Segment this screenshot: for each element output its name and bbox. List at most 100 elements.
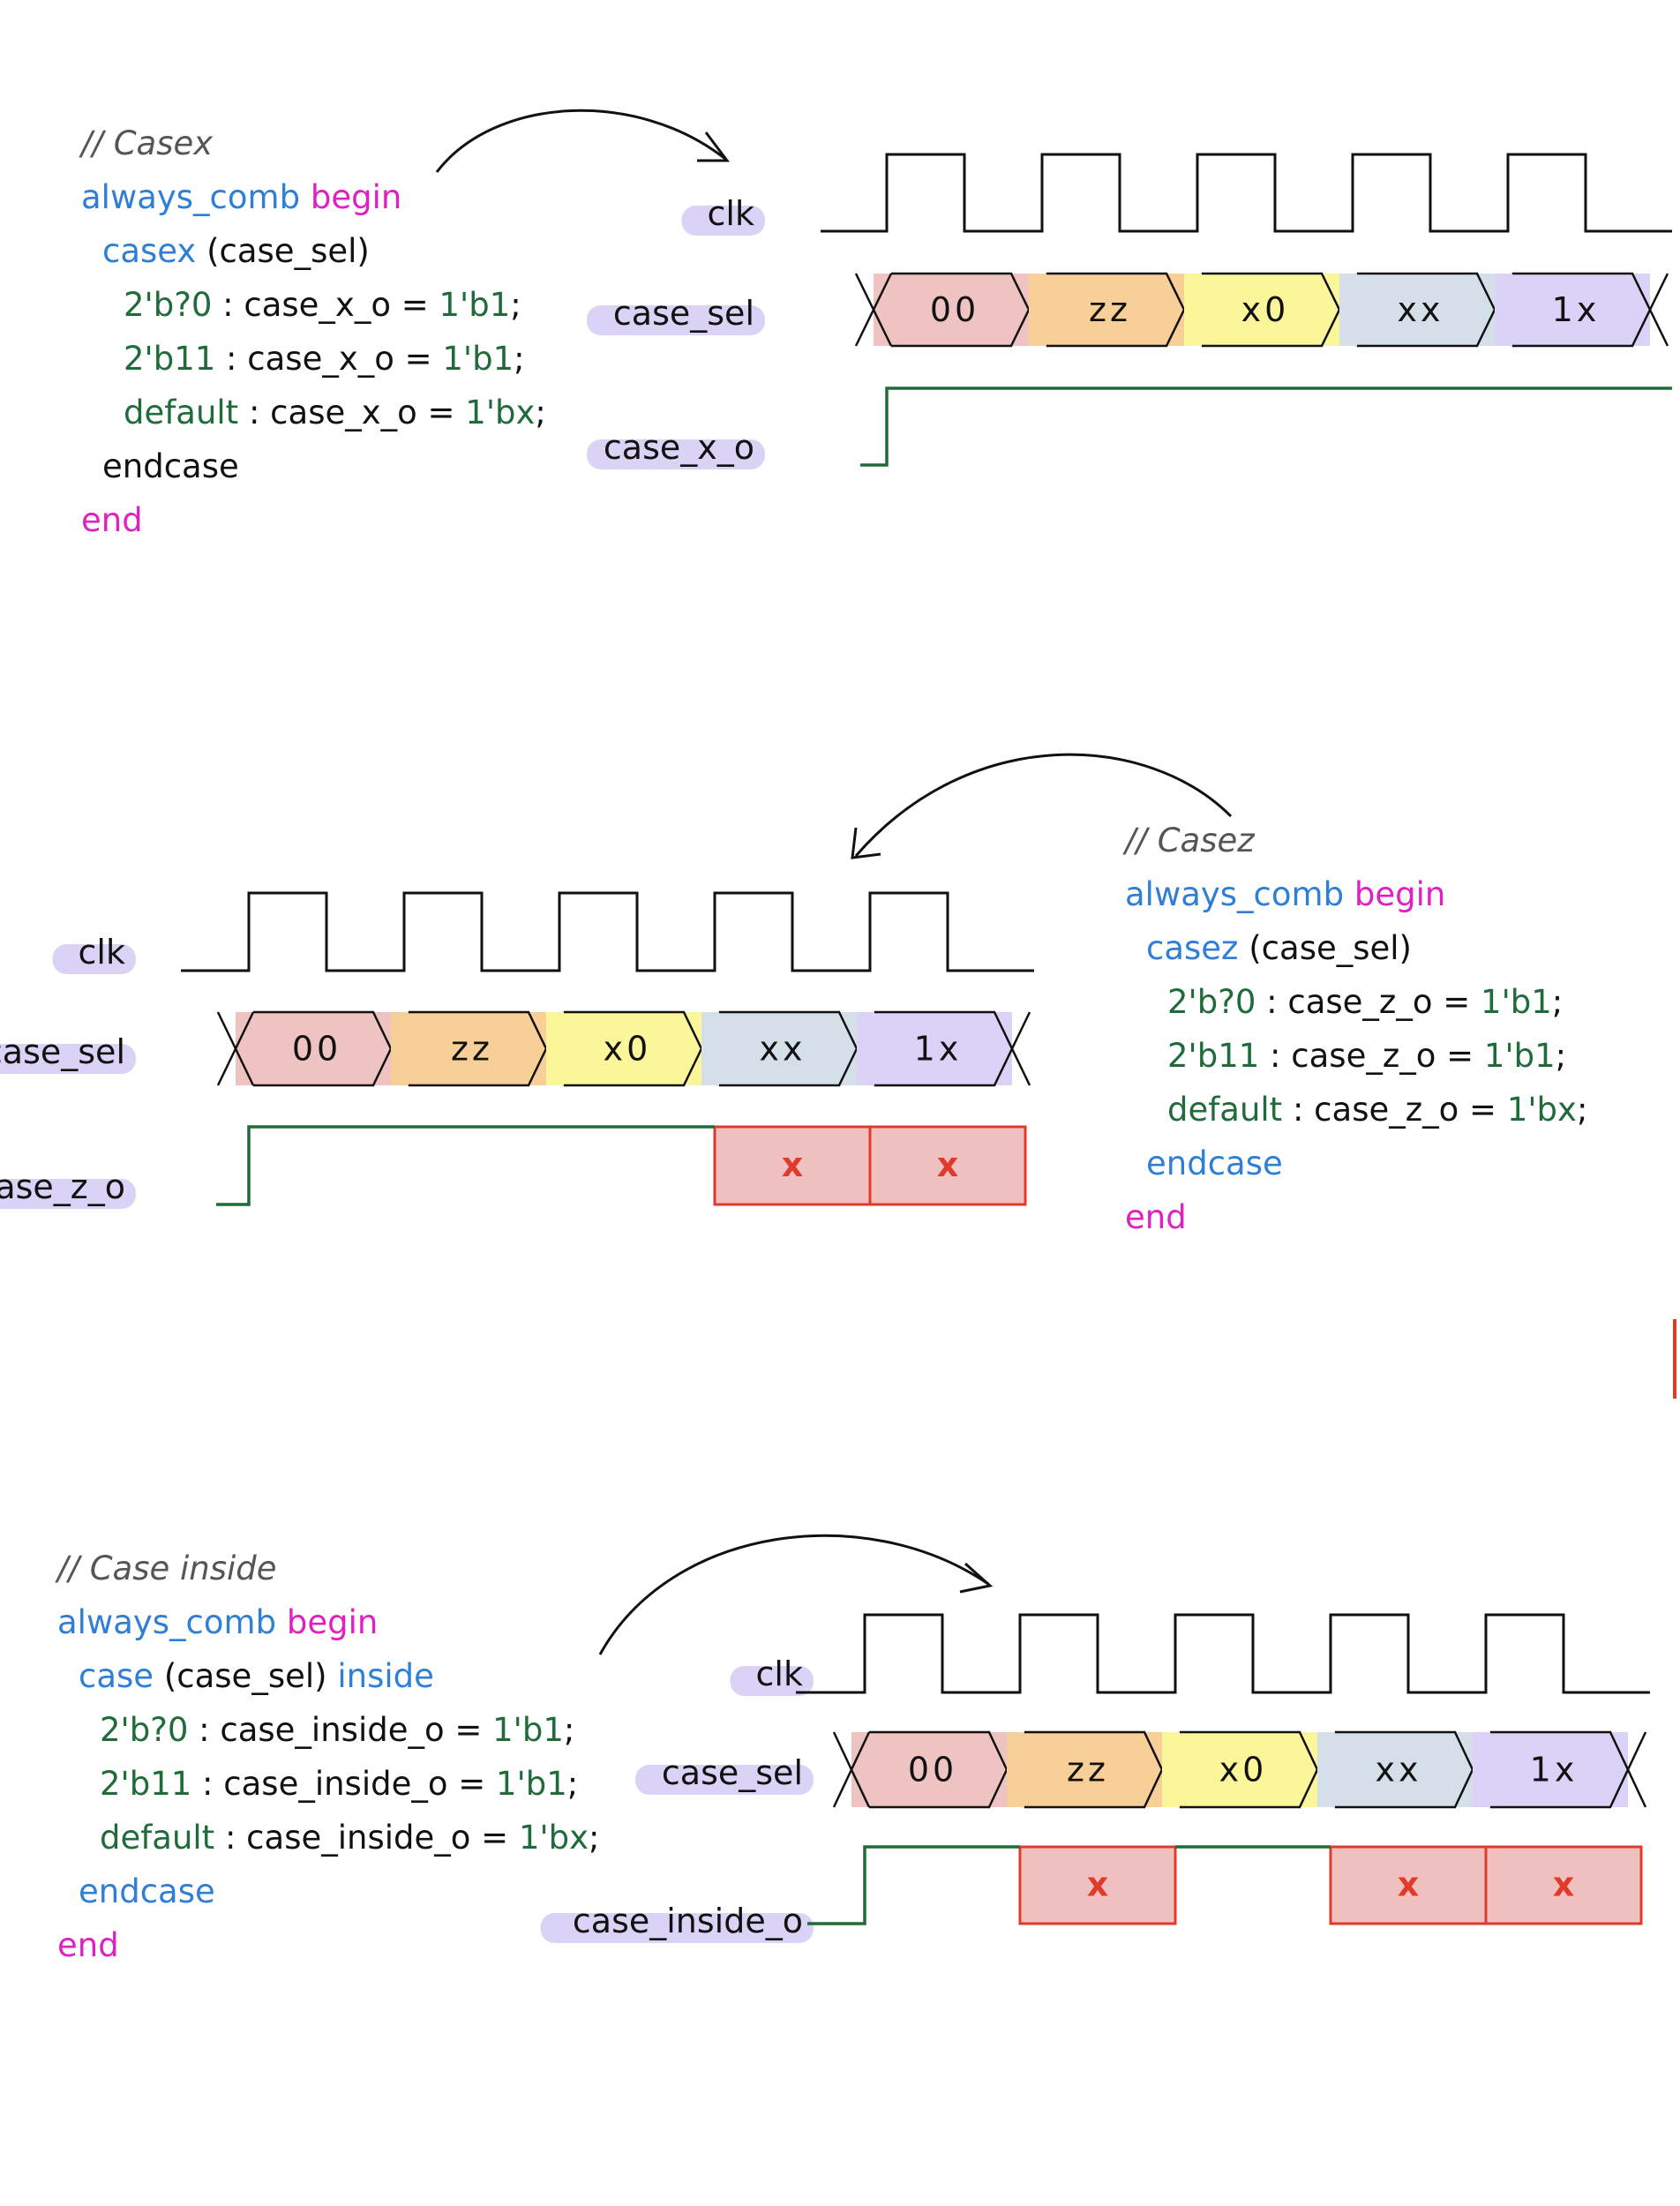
bus-segment-fill [1162,1732,1317,1807]
code-token: : case_x_o = [215,340,442,378]
code-token: ; [567,1765,578,1803]
unknown-region [1020,1847,1175,1924]
label-highlight [0,1179,136,1209]
edge-marker [1673,1319,1676,1399]
bus-segment-outline [874,1010,1031,1087]
code-token: endcase [102,447,239,485]
code-token: ; [1577,1091,1587,1129]
case-inside-arrowhead [959,1562,994,1594]
code-line: end [57,1926,119,1964]
bus-segment-fill [1029,274,1184,346]
signal-label-sel: case_sel [0,1032,125,1071]
code-token: ; [510,286,521,324]
casez-arrow [854,753,1233,857]
unknown-region-outline [868,1125,1027,1206]
bus-value: 00 [908,1751,957,1790]
code-token: : case_inside_o = [191,1765,496,1803]
code-token: default [124,394,238,431]
code-token: // Case inside [55,1549,277,1587]
code-token: 1'bx [519,1819,589,1857]
casex-arrowhead [697,131,730,162]
code-token: (case_sel) [1249,929,1412,967]
code-line: // Case inside [55,1549,277,1587]
code-token: ; [514,340,524,378]
code-token: : case_z_o = [1259,1037,1484,1075]
code-token: ; [589,1819,599,1857]
unknown-x-mark: x [1087,1865,1109,1904]
code-token: casex [102,232,206,270]
signal-label-clk: clk [756,1654,803,1693]
code-token: 1'b1 [496,1765,567,1803]
code-token: default [100,1819,214,1857]
label-highlight [540,1913,814,1943]
clk-waveform [181,891,1034,972]
code-line: default : case_inside_o = 1'bx; [100,1819,600,1857]
bus-crossing [832,1731,871,1808]
code-token: // Casex [79,124,214,162]
code-token: 1'b1 [1481,983,1552,1021]
code-token: 1'bx [465,394,535,431]
clk-waveform [821,153,1672,233]
code-line: 2'b11 : case_x_o = 1'b1; [124,340,525,378]
casex-arrow [435,109,726,173]
code-token: begin [287,1603,378,1641]
code-line: 2'b11 : case_inside_o = 1'b1; [100,1765,578,1803]
code-line: 2'b?0 : case_inside_o = 1'b1; [100,1711,574,1749]
case-inside-arrow [598,1534,989,1655]
output-waveform [860,386,1672,467]
bus-crossing [854,273,893,347]
signal-label-out: case_inside_o [573,1902,803,1940]
bus-value: 1x [914,1030,963,1069]
code-token: inside [337,1657,434,1695]
bus-value: zz [1089,290,1131,329]
bus-value: 00 [930,290,979,329]
bus-segment-fill [546,1012,701,1085]
unknown-x-mark: x [1553,1865,1575,1904]
bus-value: zz [451,1030,493,1069]
signal-label-clk: clk [79,933,125,972]
code-token: : case_x_o = [212,286,439,324]
code-line: 2'b11 : case_z_o = 1'b1; [1167,1037,1566,1075]
code-line: endcase [79,1872,215,1910]
bus-segment-fill [1007,1732,1162,1807]
code-line: default : case_z_o = 1'bx; [1167,1091,1587,1129]
label-highlight [587,305,765,335]
bus-value: 1x [1530,1751,1579,1790]
bus-segment-fill [236,1012,391,1085]
code-line: casez (case_sel) [1146,929,1412,967]
code-line: end [1125,1198,1187,1236]
code-token: case [79,1657,164,1695]
code-token: (case_sel) [164,1657,338,1695]
unknown-x-mark: x [782,1145,804,1184]
code-line: // Casex [79,124,214,162]
code-token: 1'b1 [442,340,514,378]
code-token: ; [1556,1037,1566,1075]
bus-value: xx [1376,1751,1422,1790]
code-token: ; [535,394,545,431]
code-token: 2'b11 [1167,1037,1259,1075]
code-token: 2'b?0 [124,286,212,324]
unknown-region-outline [1018,1845,1177,1925]
code-token: 2'b?0 [1167,983,1256,1021]
label-highlight [681,206,765,236]
signal-label-sel: case_sel [613,294,754,333]
bus-segment-fill [874,274,1029,346]
code-token: always_comb [1125,875,1354,913]
code-line: endcase [1146,1144,1283,1182]
code-token: endcase [1146,1144,1283,1182]
code-token: end [81,501,143,539]
bus-value: xx [1398,290,1444,329]
label-highlight [0,1044,136,1074]
bus-segment-outline [1512,272,1669,348]
code-line: endcase [102,447,239,485]
code-line: casex (case_sel) [102,232,370,270]
bus-segment-fill [851,1732,1007,1807]
code-line: always_comb begin [1125,875,1445,913]
